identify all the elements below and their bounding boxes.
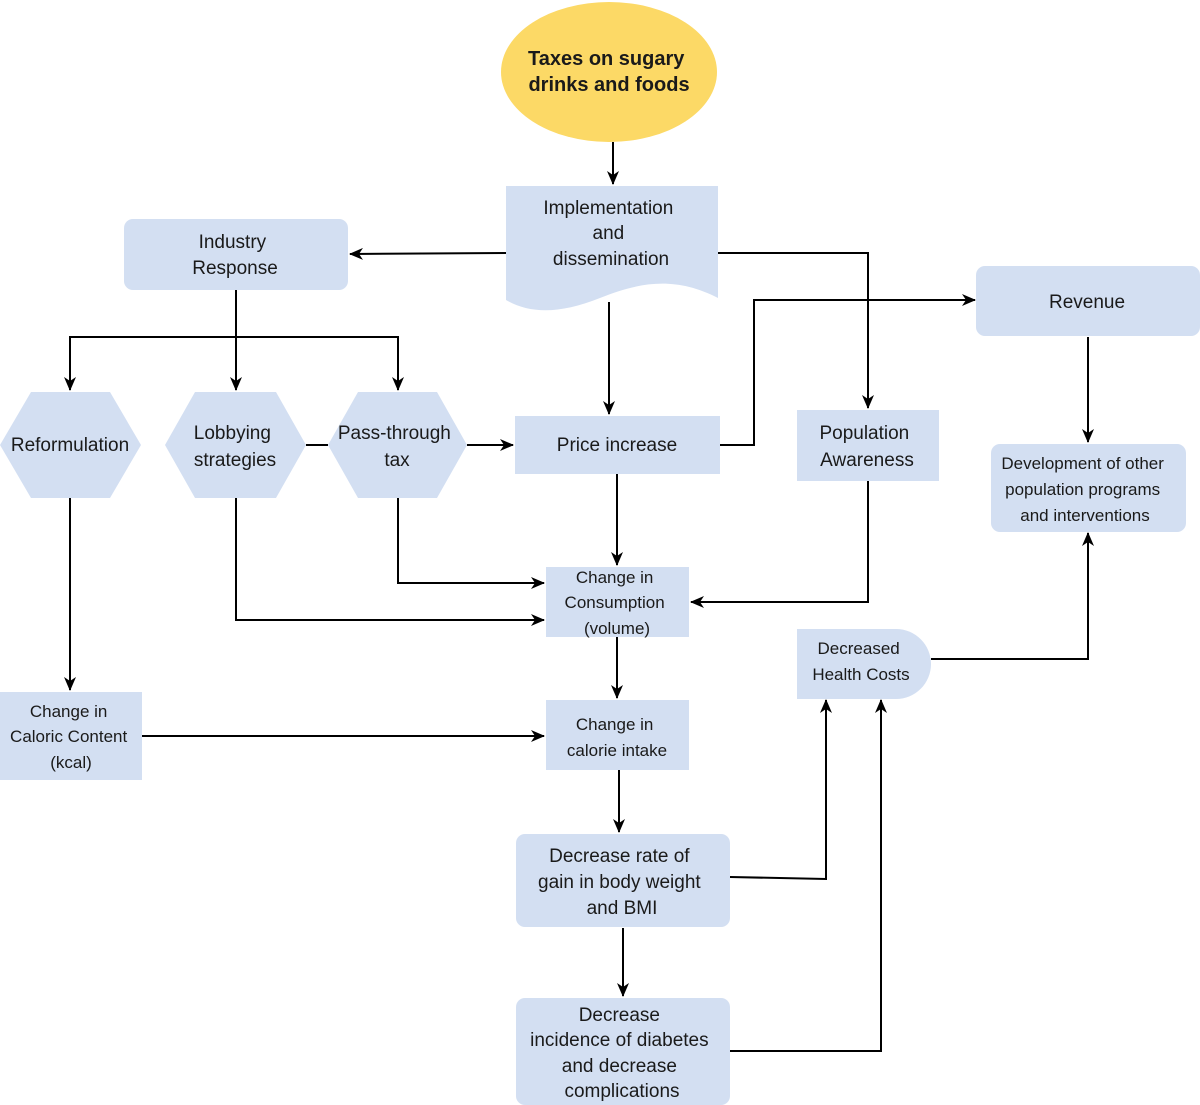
node-development-label: Development of other population programs… bbox=[1001, 454, 1168, 525]
edge-diabetes-to-health-costs bbox=[730, 699, 887, 1052]
node-price-increase-label: Price increase bbox=[557, 435, 677, 456]
node-health-costs: Decreased Health Costs bbox=[797, 629, 931, 699]
node-diabetes-shape bbox=[516, 998, 730, 1105]
node-development-shape bbox=[991, 444, 1186, 532]
node-calorie-intake-label: Change in calorie intake bbox=[567, 715, 667, 760]
node-consumption-label: Change in Consumption (volume) bbox=[565, 568, 670, 638]
node-caloric-content: Change in Caloric Content (kcal) bbox=[0, 692, 142, 780]
node-lobbying: Lobbying strategies bbox=[165, 392, 306, 498]
edge-industry-response-to-pass-through bbox=[236, 336, 404, 391]
node-population-awareness: Population Awareness bbox=[797, 410, 939, 481]
node-taxes: Taxes on sugary drinks and foods bbox=[501, 2, 717, 142]
edge-pass-through-to-consumption bbox=[397, 498, 545, 589]
node-health-costs-shape bbox=[797, 629, 931, 699]
node-implementation: Implementation and dissemination bbox=[506, 186, 718, 311]
node-consumption-shape bbox=[546, 567, 689, 637]
node-revenue: Revenue bbox=[976, 266, 1200, 336]
node-price-increase: Price increase bbox=[515, 416, 720, 474]
edges bbox=[64, 142, 1094, 1052]
node-development: Development of other population programs… bbox=[991, 444, 1186, 532]
node-taxes-shape bbox=[501, 2, 717, 142]
node-body-weight: Decrease rate of gain in body weight and… bbox=[516, 834, 730, 927]
node-body-weight-shape bbox=[516, 834, 730, 927]
node-revenue-label: Revenue bbox=[1049, 292, 1125, 313]
node-industry-response: Industry Response bbox=[124, 219, 348, 290]
edge-body-weight-to-health-costs bbox=[729, 699, 832, 881]
node-price-increase-shape bbox=[515, 416, 720, 474]
node-pass-through-label: Pass-through tax bbox=[338, 423, 456, 471]
node-industry-response-label: Industry Response bbox=[192, 232, 278, 279]
node-calorie-intake: Change in calorie intake bbox=[546, 700, 689, 770]
node-lobbying-label: Lobbying strategies bbox=[194, 423, 276, 471]
edge-industry-response-to-reformulation bbox=[64, 336, 236, 391]
node-population-awareness-shape bbox=[797, 410, 939, 481]
node-implementation-shape bbox=[506, 186, 718, 311]
node-taxes-label: Taxes on sugary drinks and foods bbox=[528, 48, 690, 96]
node-health-costs-label: Decreased Health Costs bbox=[812, 639, 909, 684]
edge-population-awareness-to-consumption bbox=[690, 481, 869, 608]
edge-lobbying-to-consumption bbox=[235, 498, 545, 626]
node-reformulation-shape bbox=[0, 392, 141, 498]
node-caloric-content-shape bbox=[0, 692, 142, 780]
node-pass-through: Pass-through tax bbox=[328, 392, 467, 498]
node-diabetes: Decrease incidence of diabetes and decre… bbox=[516, 998, 730, 1105]
node-diabetes-label: Decrease incidence of diabetes and decre… bbox=[530, 1005, 714, 1102]
node-revenue-shape bbox=[976, 266, 1200, 336]
node-population-awareness-label: Population Awareness bbox=[819, 423, 914, 471]
edge-health-costs-to-development bbox=[931, 532, 1094, 660]
edge-price-increase-to-revenue bbox=[720, 294, 976, 446]
node-lobbying-shape bbox=[165, 392, 306, 498]
node-pass-through-shape bbox=[328, 392, 467, 498]
node-body-weight-label: Decrease rate of gain in body weight and… bbox=[538, 846, 706, 919]
edge-implementation-to-industry-response bbox=[349, 247, 507, 260]
node-implementation-label: Implementation and dissemination bbox=[543, 198, 678, 270]
node-consumption: Change in Consumption (volume) bbox=[546, 567, 689, 638]
node-industry-response-shape bbox=[124, 219, 348, 290]
node-calorie-intake-shape bbox=[546, 700, 689, 770]
node-reformulation-label: Reformulation bbox=[11, 435, 129, 456]
node-reformulation: Reformulation bbox=[0, 392, 141, 498]
edge-implementation-to-population-awareness bbox=[718, 252, 874, 409]
node-caloric-content-label: Change in Caloric Content (kcal) bbox=[10, 702, 132, 772]
